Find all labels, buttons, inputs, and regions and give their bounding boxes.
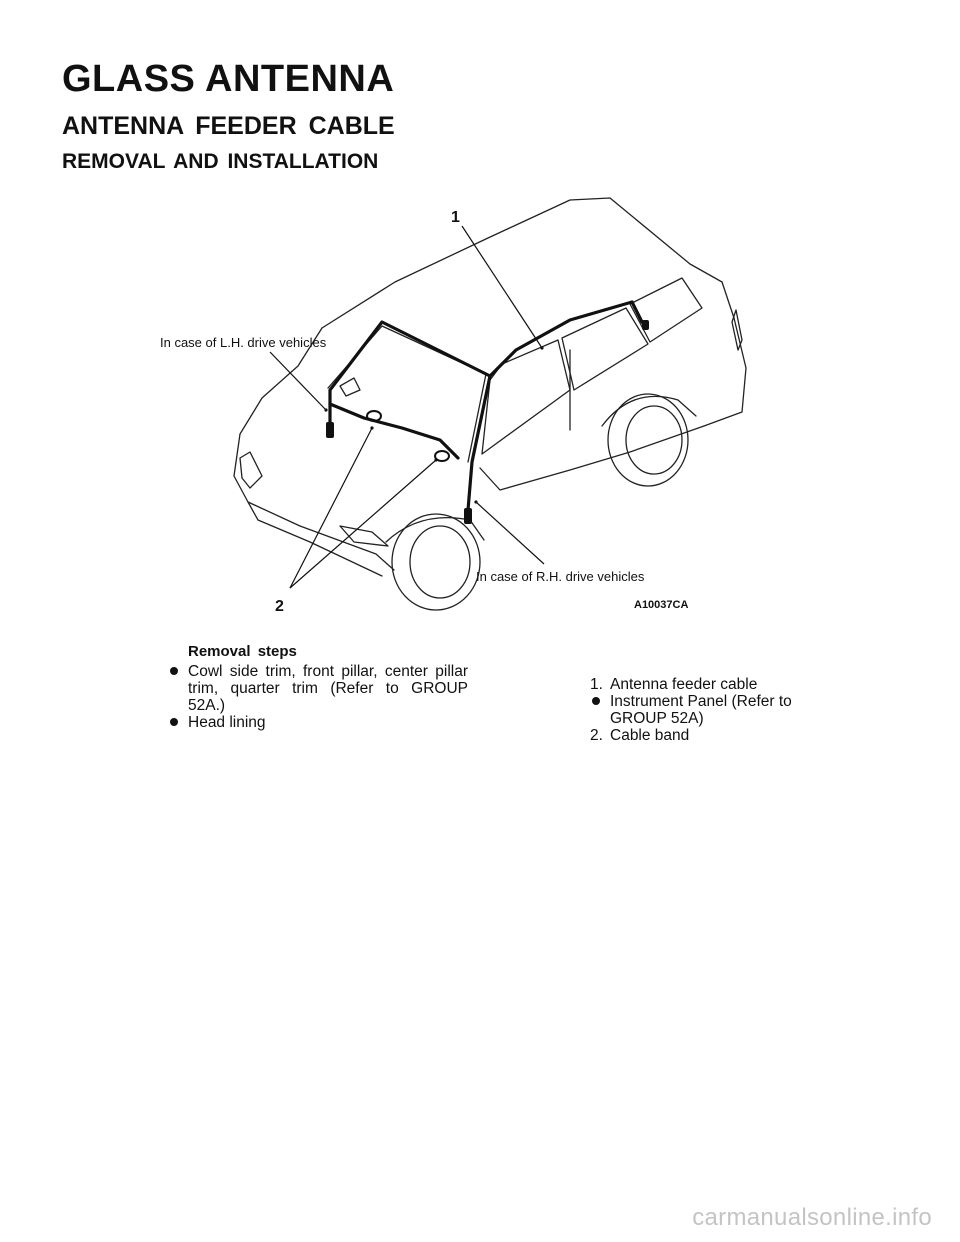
vehicle-diagram: 1 2 In case of L.H. drive vehicles In ca… [150, 190, 790, 620]
label-lh-drive: In case of L.H. drive vehicles [160, 335, 327, 350]
list-item-text: Cable band [610, 727, 690, 744]
list-item: 1. Antenna feeder cable [590, 676, 810, 693]
leader-lines [269, 225, 545, 589]
list-item: Cowl side trim, front pillar, center pil… [168, 663, 468, 714]
watermark: carmanualsonline.info [692, 1204, 932, 1231]
vehicle-body [233, 197, 747, 611]
list-item-text: Cowl side trim, front pillar, center pil… [188, 663, 468, 714]
callout-2: 2 [275, 598, 284, 615]
removal-steps-heading: Removal steps [188, 643, 297, 660]
subtitle: ANTENNA FEEDER CABLE [62, 112, 395, 140]
figure-id: A10037CA [634, 599, 688, 611]
step-number: 2. [590, 727, 603, 744]
antenna-feeder-cable [328, 300, 648, 512]
leader-arrowheads [324, 346, 544, 504]
removal-steps-right: 1. Antenna feeder cable Instrument Panel… [590, 676, 810, 744]
list-item-text: Instrument Panel (Refer to GROUP 52A) [610, 693, 792, 727]
vehicle-illustration: 1 2 In case of L.H. drive vehicles In ca… [160, 197, 747, 615]
list-item: Head lining [168, 714, 468, 731]
cable-bands [366, 410, 450, 462]
bullet-marker [168, 663, 188, 680]
callout-1: 1 [451, 209, 460, 226]
label-rh-drive: In case of R.H. drive vehicles [476, 569, 645, 584]
step-number: 1. [590, 676, 603, 693]
page-title: GLASS ANTENNA [62, 58, 395, 100]
bullet-marker [168, 714, 188, 731]
list-item-text: Head lining [188, 714, 266, 731]
bullet-marker [590, 693, 610, 710]
list-item-text: Antenna feeder cable [610, 676, 758, 693]
list-item: Instrument Panel (Refer to GROUP 52A) [590, 693, 810, 727]
cable-connectors [326, 320, 649, 524]
list-item: 2. Cable band [590, 727, 810, 744]
section-heading: REMOVAL AND INSTALLATION [62, 150, 379, 173]
removal-steps-left: Cowl side trim, front pillar, center pil… [168, 663, 468, 731]
